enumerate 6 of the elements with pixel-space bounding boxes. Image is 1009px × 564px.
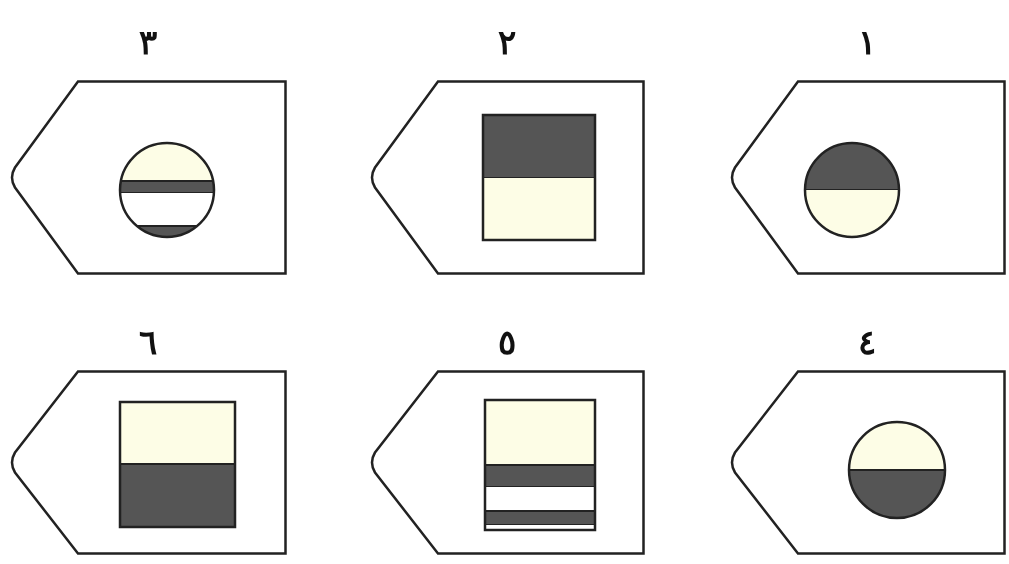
- number-label: ١: [858, 22, 876, 62]
- number-label: ٥: [497, 322, 516, 362]
- number-label: ٤: [858, 322, 876, 362]
- number-label: ٢: [497, 22, 516, 62]
- number-label: ٣: [138, 22, 157, 62]
- number-label: ٦: [138, 322, 157, 362]
